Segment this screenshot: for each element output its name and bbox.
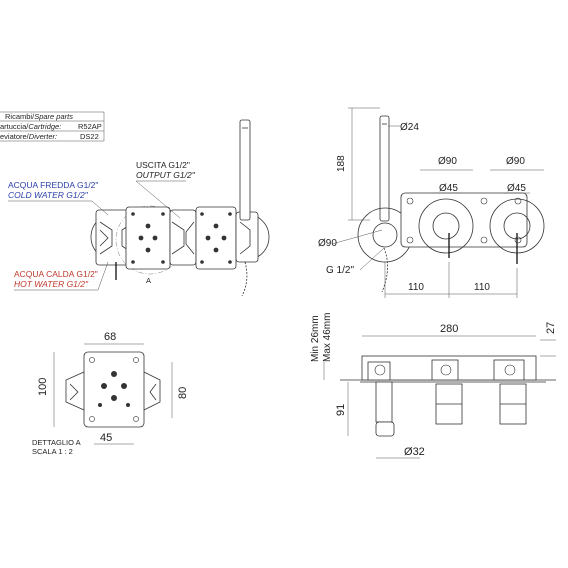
svg-text:eviatore/Diverter:: eviatore/Diverter: [0,132,57,141]
dim-90-holder: 90 [326,238,338,249]
outlet-label-en: OUTPUT G1/2" [136,170,196,180]
section-a-marker: A [146,276,151,285]
dim-90-left: 90 [446,156,458,167]
svg-text:Ø90: Ø90 [438,156,457,167]
dim-32: 32 [413,446,425,458]
cartridge-label: artuccia/ [0,122,29,131]
svg-text:artuccia/Cartridge:: artuccia/Cartridge: [0,122,61,131]
dim-32-symbol: Ø [404,446,413,458]
svg-text:Ø24: Ø24 [400,122,419,133]
dim-90-left-symbol: Ø [438,156,446,167]
detail-title: DETTAGLIO A [32,438,81,447]
section-view: 280 27 Min 26mm Max 46mm 91 Ø32 [310,313,557,459]
max-depth: Max 46mm [322,313,333,362]
dim-45-right: 45 [515,183,527,194]
g-half-label: G 1/2" [326,265,354,276]
svg-text:Ø32: Ø32 [404,446,425,458]
dim-45-detail: 45 [100,432,112,444]
dim-100: 100 [37,378,49,396]
hot-water-label: ACQUA CALDA G1/2" HOT WATER G1/2" [14,261,109,291]
dim-24: 24 [408,122,420,133]
dim-24-symbol: Ø [400,122,408,133]
dim-80: 80 [177,387,189,399]
svg-text:Ø90: Ø90 [506,156,525,167]
cartridge-code: R52AP [78,122,102,131]
detail-a-view: 68 100 80 45 DETTAGLIO A SCALA 1 : 2 [32,331,189,456]
detail-scale: SCALA 1 : 2 [32,447,73,456]
cartridge-label-en: Cartridge: [28,122,61,131]
dim-280: 280 [440,323,458,335]
outlet-label: USCITA G1/2" OUTPUT G1/2" [135,160,196,219]
hot-water-label-it: ACQUA CALDA G1/2" [14,269,98,279]
dim-45-left-symbol: Ø [439,183,447,194]
dim-110-left: 110 [408,282,424,293]
svg-text:Ø45: Ø45 [507,183,526,194]
svg-text:Ricambi/Spare parts: Ricambi/Spare parts [5,112,73,121]
hot-water-label-en: HOT WATER G1/2" [14,279,89,289]
spare-parts-table: Ricambi/Spare parts artuccia/Cartridge: … [0,111,105,142]
spare-parts-label: Ricambi/ [5,112,35,121]
min-depth: Min 26mm [310,315,321,362]
dim-91: 91 [335,404,347,416]
dim-27: 27 [545,322,557,334]
body-front-view: A [90,119,270,297]
dim-45-left: 45 [447,183,459,194]
outlet-label-it: USCITA G1/2" [136,160,190,170]
cold-water-label-en: COLD WATER G1/2" [8,190,89,200]
diverter-code: DS22 [80,132,99,141]
dim-90-right: 90 [514,156,526,167]
diverter-label-en: Diverter: [29,132,57,141]
dim-68: 68 [104,331,116,343]
dim-188: 188 [336,155,347,172]
dim-90-holder-symbol: Ø [318,238,326,249]
front-view-dimensions: Ø24 188 Ø90 Ø90 Ø45 Ø45 Ø90 G 1/2" 110 1… [318,107,545,298]
dim-45-right-symbol: Ø [507,183,515,194]
dim-110-right: 110 [474,282,490,293]
dim-90-right-symbol: Ø [506,156,514,167]
cold-water-label: ACQUA FREDDA G1/2" COLD WATER G1/2" [8,180,109,216]
svg-text:Ø45: Ø45 [439,183,458,194]
diverter-label: eviatore/ [0,132,30,141]
spare-parts-label-en: Spare parts [34,112,73,121]
svg-text:Ø90: Ø90 [318,238,337,249]
cold-water-label-it: ACQUA FREDDA G1/2" [8,180,98,190]
